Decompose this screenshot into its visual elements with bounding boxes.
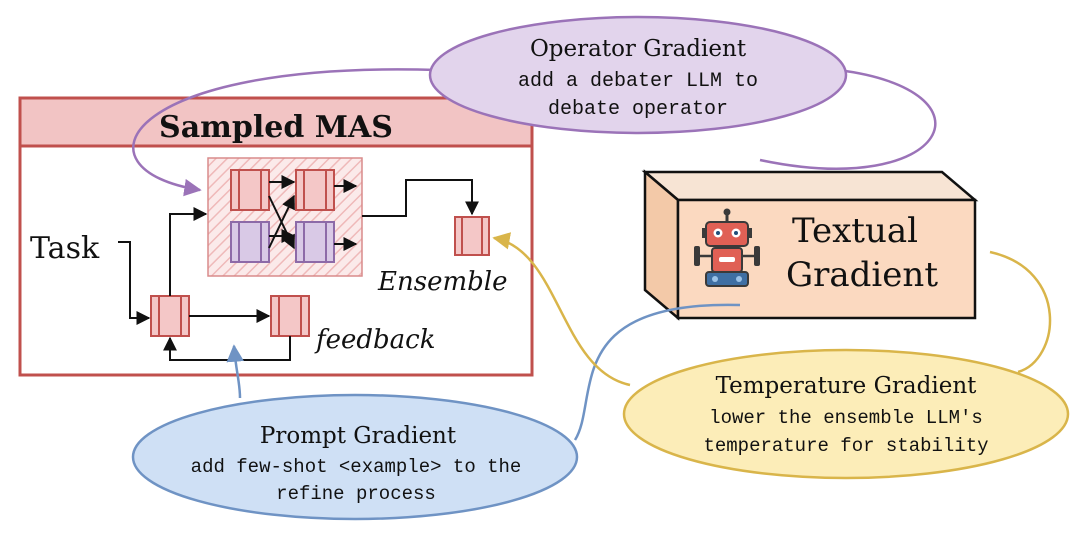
node-op-top-left	[230, 169, 270, 211]
operator-gradient-bubble: Operator Gradient add a debater LLM to d…	[428, 15, 848, 135]
prompt-gradient-title: Prompt Gradient	[260, 423, 457, 449]
node-generate	[150, 295, 190, 337]
textual-gradient-box: Textual Gradient	[641, 169, 979, 321]
task-label: Task	[30, 231, 100, 266]
operator-gradient-line2: debate operator	[548, 98, 728, 121]
mas-title: Sampled MAS	[159, 110, 393, 145]
operator-gradient-line1: add a debater LLM to	[518, 70, 758, 93]
robot-icon	[694, 208, 760, 287]
node-ensemble	[454, 216, 490, 256]
ensemble-label: Ensemble	[377, 267, 507, 297]
operator-connector-arrow	[132, 68, 439, 197]
mas-edges	[118, 175, 479, 361]
feedback-label: feedback	[314, 325, 436, 355]
prompt-connector-arrow	[226, 344, 244, 399]
textual-gradient-line2: Gradient	[786, 255, 938, 295]
node-op-bottom-left	[230, 221, 270, 263]
prompt-gradient-line2: refine process	[276, 483, 436, 505]
prompt-gradient-bubble: Prompt Gradient add few-shot <example> t…	[131, 393, 579, 521]
textual-gradient-line1: Textual	[792, 211, 918, 251]
node-op-bottom-right	[295, 221, 335, 263]
node-refine	[270, 295, 310, 337]
operator-connector-right	[759, 68, 937, 170]
temperature-connector-arrow	[492, 232, 631, 387]
temperature-gradient-line2: temperature for stability	[703, 435, 988, 457]
temperature-gradient-title: Temperature Gradient	[716, 373, 978, 399]
prompt-connector-right	[573, 303, 741, 441]
node-op-top-right	[295, 169, 335, 211]
operator-gradient-title: Operator Gradient	[530, 36, 747, 62]
temperature-gradient-line1: lower the ensemble LLM's	[709, 407, 983, 429]
temperature-gradient-bubble: Temperature Gradient lower the ensemble …	[622, 348, 1070, 480]
temperature-connector-right	[989, 250, 1052, 374]
prompt-gradient-line1: add few-shot <example> to the	[191, 456, 522, 478]
